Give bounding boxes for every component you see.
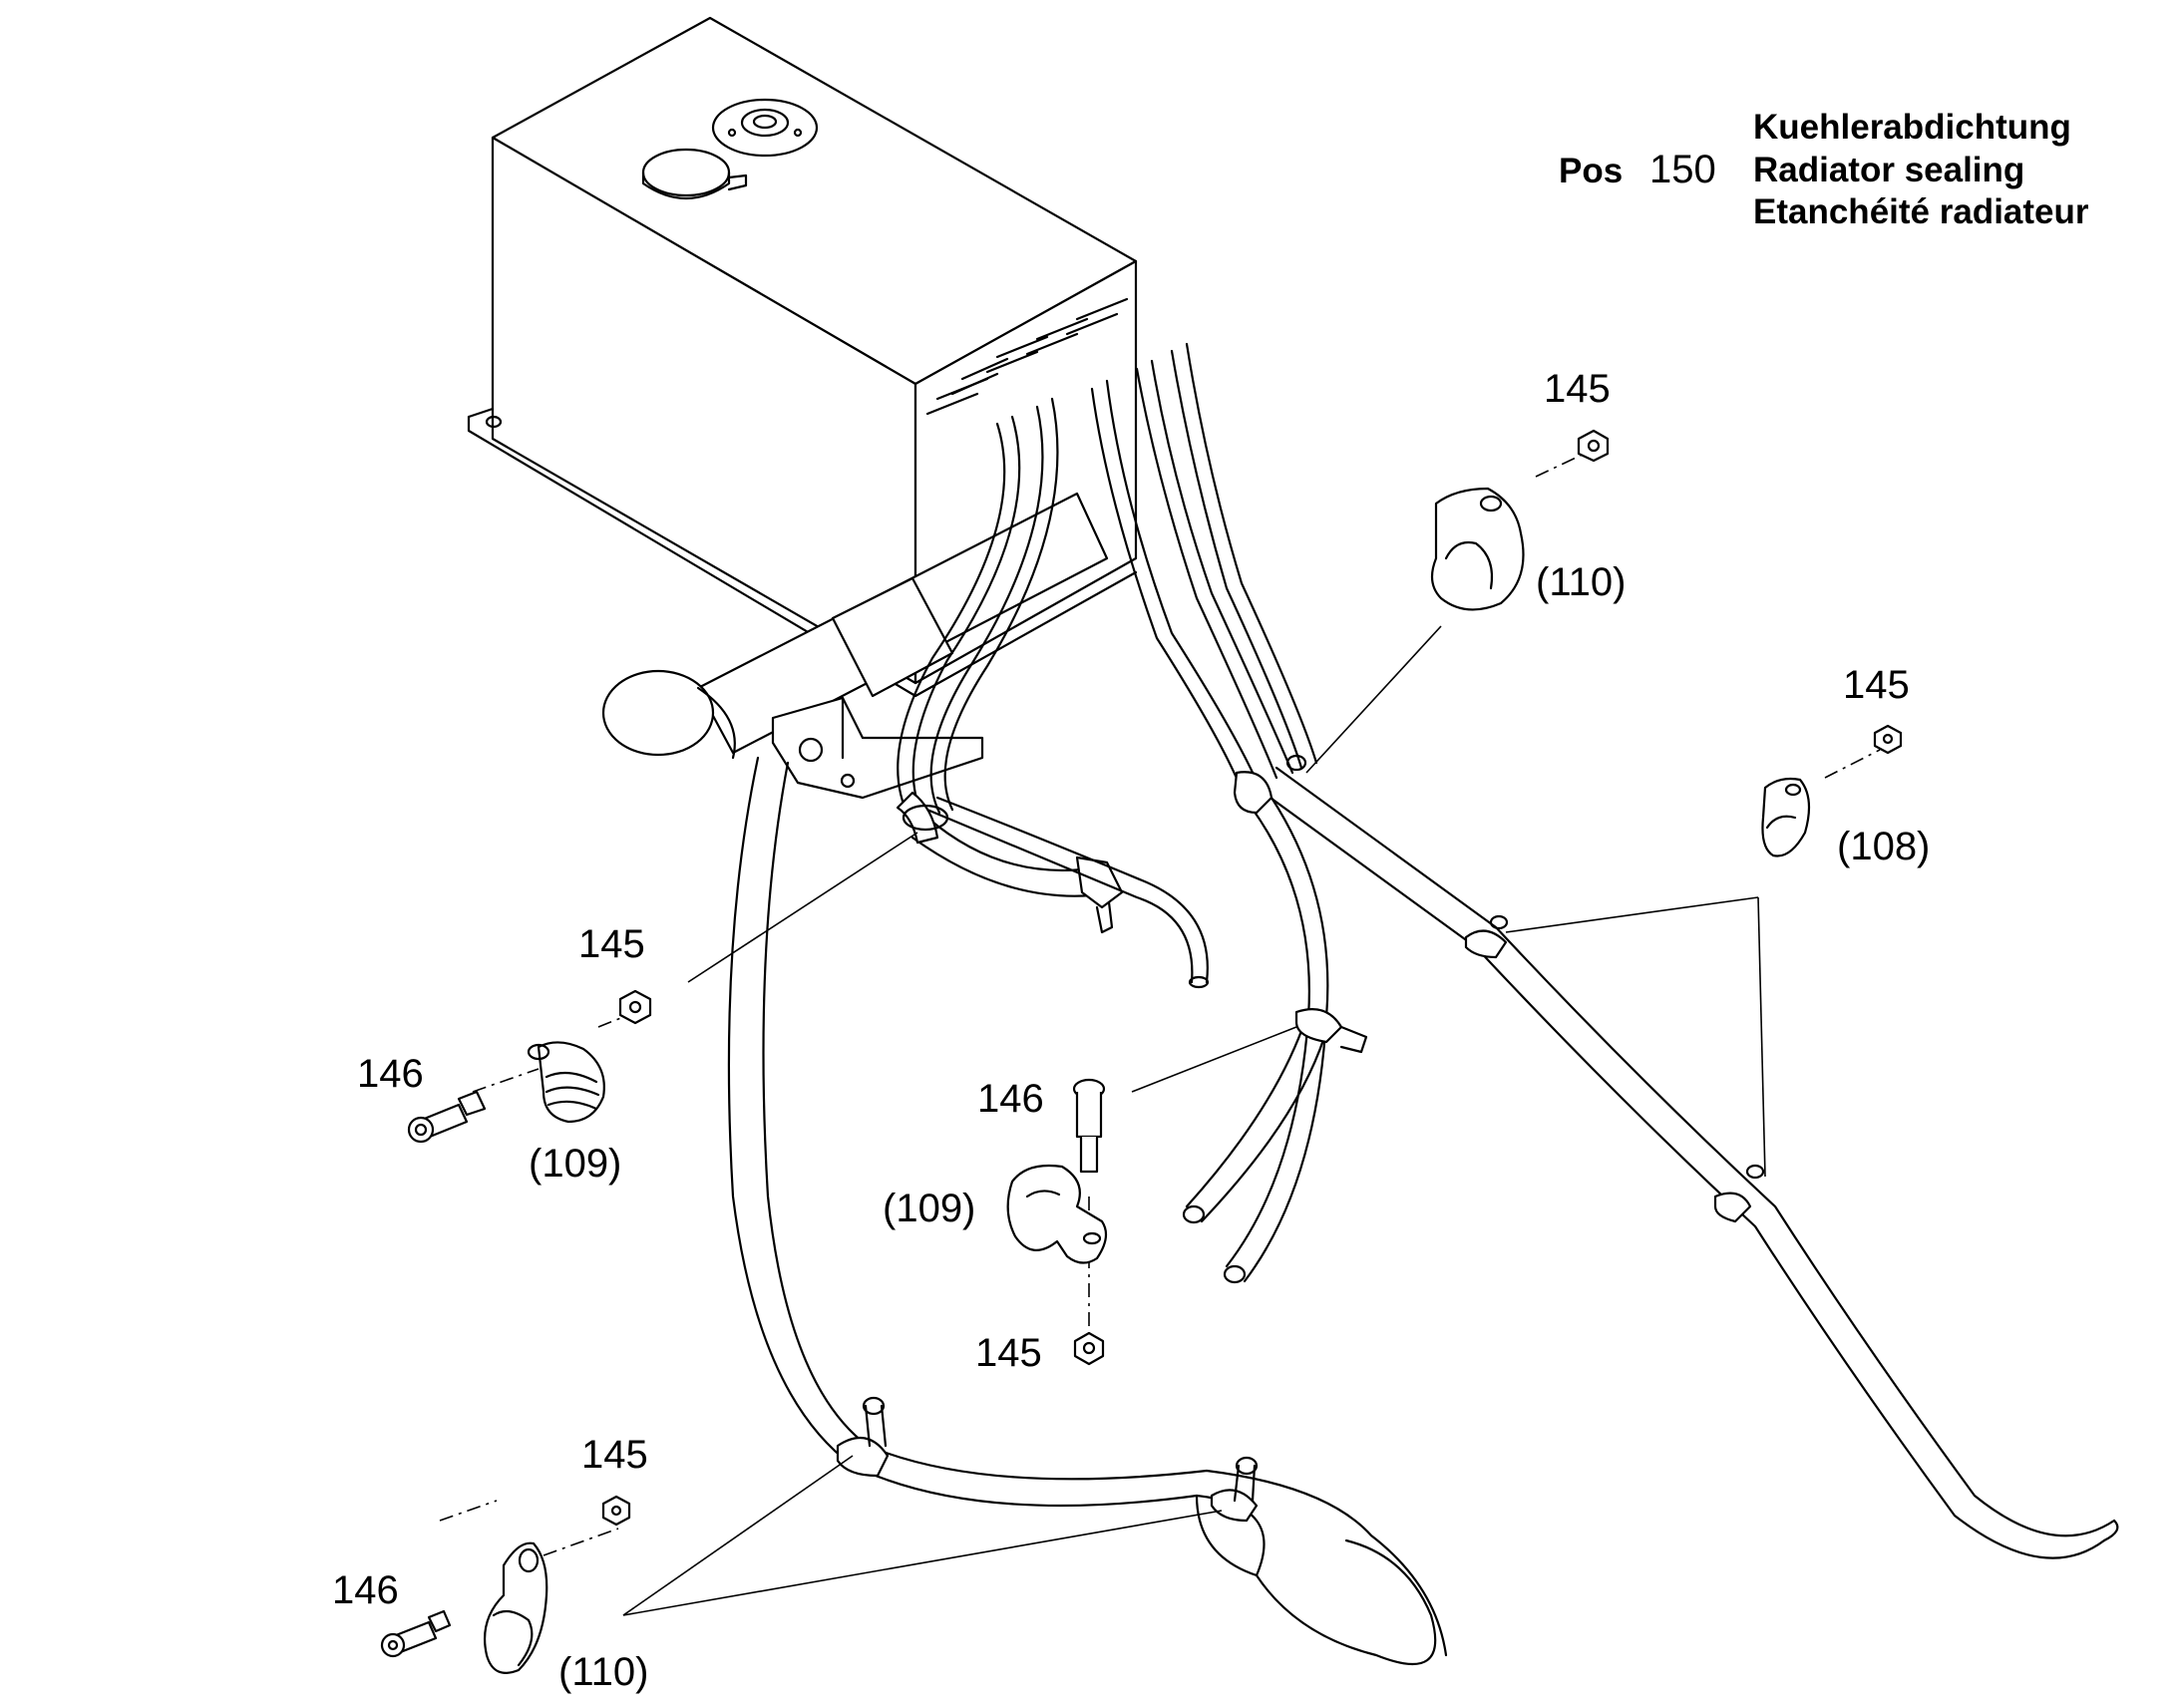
clip-109-left [527, 1041, 605, 1124]
nut-145-center [1073, 1331, 1105, 1366]
clip-108-right [1761, 777, 1811, 857]
callout-labels: 145 (110) 145 (108) 145 146 (109) 146 (1… [332, 367, 1930, 1694]
bolt-146-left [407, 1090, 487, 1144]
nut-145-right [1873, 724, 1903, 755]
hose-bundle [897, 342, 1318, 820]
callout-clip-109-left: (109) [529, 1142, 621, 1186]
callout-nut-145-center: 145 [975, 1331, 1042, 1375]
long-hose-right [1255, 766, 2119, 1559]
hose-clips-installed [836, 754, 1765, 1523]
callout-clip-110-bottom: (110) [558, 1650, 648, 1694]
nut-145-bottom [601, 1495, 631, 1527]
callout-bolt-146-center: 146 [977, 1077, 1044, 1121]
title-block: Pos 150 Kuehlerabdichtung Radiator seali… [1559, 108, 2089, 231]
nut-145-left [618, 989, 652, 1025]
bolt-146-bottom [380, 1609, 452, 1658]
mounting-bracket [771, 696, 984, 800]
title-german: Kuehlerabdichtung [1753, 108, 2071, 147]
callout-bolt-146-bottom: 146 [332, 1568, 399, 1612]
clip-110-top [1430, 487, 1525, 611]
middle-hoses [910, 796, 1329, 1284]
clip-110-bottom [483, 1541, 548, 1674]
callout-nut-145-left: 145 [578, 922, 645, 966]
callout-clip-109-center: (109) [883, 1187, 975, 1230]
callout-nut-145-top: 145 [1544, 367, 1611, 411]
loop-hose [727, 756, 1448, 1665]
bolt-146-center [1072, 1078, 1106, 1174]
clip-109-center [1006, 1164, 1108, 1264]
callout-nut-145-right: 145 [1843, 663, 1910, 707]
radiator-pipe [601, 492, 1109, 760]
title-french: Etanchéité radiateur [1753, 192, 2089, 231]
callout-nut-145-bottom: 145 [581, 1433, 648, 1477]
title-english: Radiator sealing [1753, 151, 2024, 189]
leader-lines [439, 450, 1881, 1616]
pos-number: 150 [1649, 148, 1716, 191]
callout-clip-110-top: (110) [1536, 560, 1626, 604]
callout-clip-108-right: (108) [1837, 825, 1930, 868]
callout-bolt-146-left: 146 [357, 1052, 424, 1096]
nut-145-top [1577, 429, 1610, 463]
pos-label: Pos [1559, 152, 1623, 190]
